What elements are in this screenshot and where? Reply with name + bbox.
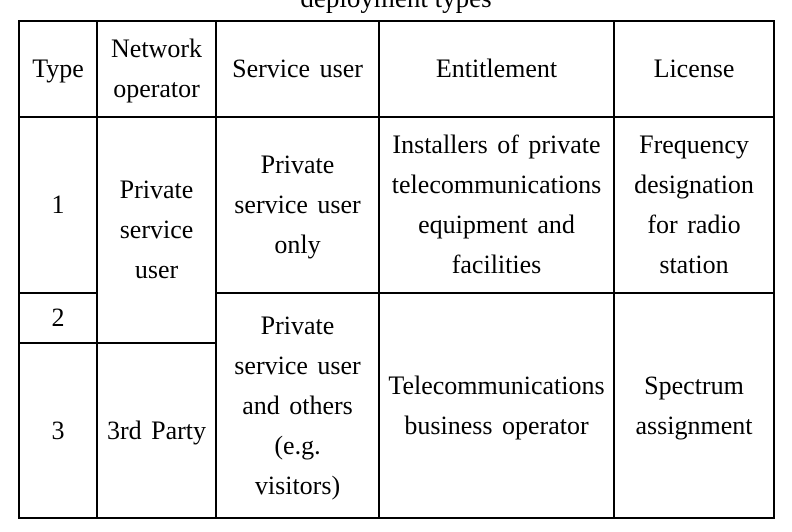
- cell-line: Frequency: [639, 130, 749, 159]
- cell-line: 3rd Party: [106, 415, 207, 445]
- header-entitlement: Entitlement: [378, 20, 615, 118]
- table-row-type-3: 3 3rd Party: [18, 342, 774, 519]
- cell-line: facilities: [451, 250, 542, 279]
- cell-entitlement: Installers of private telecommunications…: [378, 116, 615, 294]
- cell-entitlement: Telecommunications business operator: [378, 292, 615, 519]
- cell-line: Spectrum: [644, 370, 744, 400]
- cell-line: user: [134, 255, 179, 284]
- header-license: License: [613, 20, 775, 118]
- header-network-operator-line: Network: [111, 34, 202, 63]
- cell-license: Frequency designation for radio station: [613, 116, 775, 294]
- cell-line: service: [119, 215, 194, 244]
- cell-network-operator: Private service user: [96, 116, 217, 344]
- cell-line: assignment: [635, 410, 753, 440]
- cell-line: Private: [260, 150, 335, 179]
- cell-line: service user: [234, 190, 361, 219]
- cell-line: service user: [234, 350, 361, 380]
- cell-service-user: Private service user and others (e.g. vi…: [215, 292, 380, 519]
- table-caption: deployment types: [0, 0, 792, 13]
- table-row-type-2: 2 Private service user and others (e.g. …: [18, 292, 775, 519]
- header-service-user: Service user: [215, 20, 380, 118]
- cell-network-operator: 3rd Party: [96, 342, 217, 519]
- table-row-type-1: 1 Private service user Private service u…: [18, 116, 775, 344]
- cell-line: Installers of private: [392, 130, 601, 159]
- cell-type: 1: [18, 116, 98, 294]
- cell-line: Telecommunications: [388, 370, 605, 400]
- header-network-operator-line: operator: [113, 74, 200, 103]
- cell-line: business operator: [404, 410, 589, 440]
- cell-line: equipment and: [418, 210, 575, 239]
- cell-license: Spectrum assignment: [613, 292, 775, 519]
- deployment-types-table: Type Network operator Service user Entit…: [18, 20, 775, 519]
- cell-line: telecommunications: [391, 170, 602, 199]
- cell-type: 3: [18, 342, 98, 519]
- cell-type: 2: [18, 292, 98, 344]
- cell-line: Private: [260, 310, 335, 340]
- header-row: Type Network operator Service user Entit…: [18, 20, 775, 118]
- header-network-operator: Network operator: [96, 20, 217, 118]
- cell-service-user: Private service user only: [215, 116, 380, 294]
- cell-line: and others: [242, 390, 353, 420]
- cell-line: visitors): [254, 470, 341, 500]
- cell-line: only: [274, 230, 321, 259]
- cell-line: for radio: [647, 210, 741, 239]
- header-type: Type: [18, 20, 98, 118]
- cell-line: designation: [634, 170, 754, 199]
- cell-line: Private: [119, 175, 194, 204]
- cell-line: (e.g.: [274, 430, 321, 460]
- cell-line: station: [659, 250, 729, 279]
